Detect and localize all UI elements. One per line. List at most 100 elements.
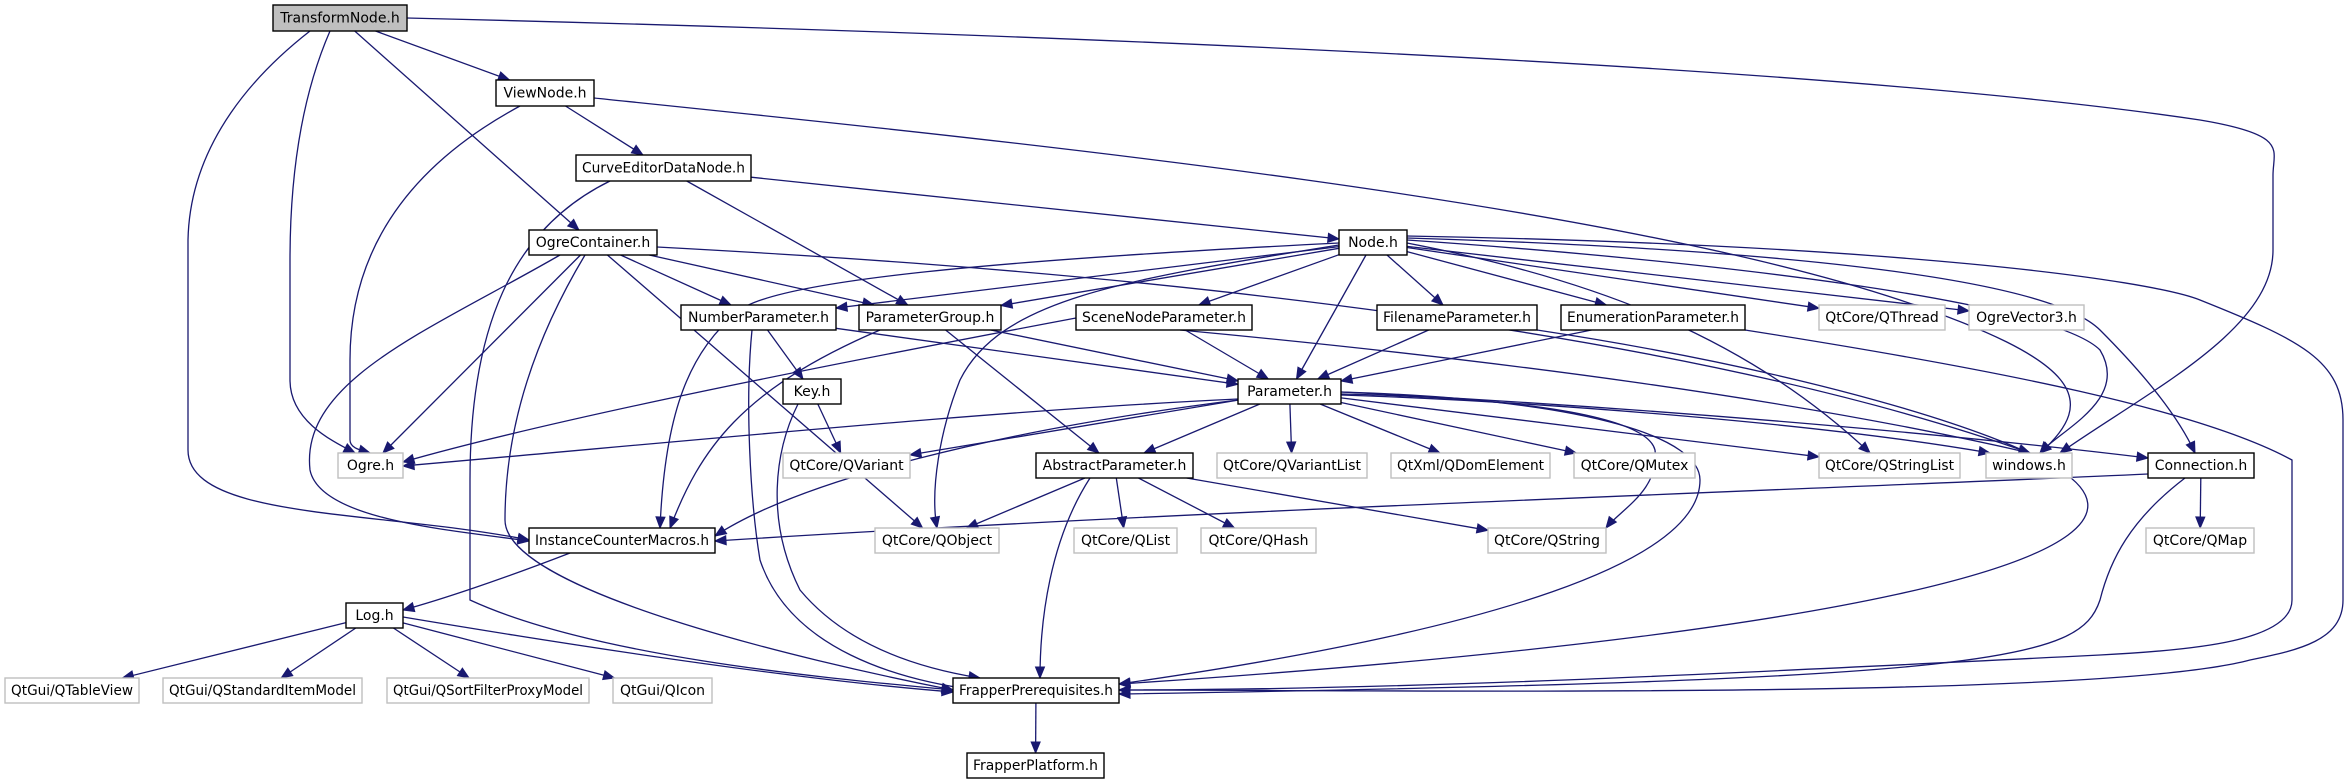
graph-node-QString: QtCore/QString	[1487, 527, 1607, 554]
arrowhead-icon	[999, 298, 1014, 309]
graph-node-Connection[interactable]: Connection.h	[2147, 452, 2255, 479]
arrowhead-icon	[1339, 373, 1354, 384]
edge-OgreContainer-to-InstanceCounterMacros	[308, 254, 561, 542]
graph-node-Node[interactable]: Node.h	[1338, 229, 1408, 256]
node-box[interactable]	[528, 527, 716, 554]
edge-ParameterGroup-to-Parameter	[990, 329, 1239, 382]
graph-node-QMap: QtCore/QMap	[2145, 527, 2255, 554]
node-label: Connection.h	[2155, 458, 2248, 474]
edge-Node-to-SceneNodeParameter	[1198, 254, 1340, 306]
edge-Parameter-to-windows	[1340, 394, 1991, 454]
node-label: InstanceCounterMacros.h	[535, 533, 709, 549]
arrowhead-icon	[1117, 677, 1132, 688]
edge-Parameter-to-QVariant	[909, 399, 1239, 456]
node-box[interactable]	[1376, 304, 1538, 331]
graph-node-windows: windows.h	[1985, 452, 2073, 479]
node-label: QtCore/QVariantList	[1223, 458, 1362, 474]
arrowhead-icon	[1956, 304, 1971, 315]
edge-Parameter-to-QDomElement	[1319, 403, 1441, 454]
node-label: QtCore/QStringList	[1825, 458, 1954, 474]
arrowhead-icon	[1285, 441, 1297, 455]
graph-node-NumberParameter[interactable]: NumberParameter.h	[680, 304, 837, 331]
edge-AbstractParameter-to-QString	[1186, 477, 1489, 531]
edge-OgreContainer-to-Ogre	[382, 254, 581, 454]
node-box[interactable]	[680, 304, 837, 331]
node-box[interactable]	[2147, 452, 2255, 479]
node-label: FrapperPrerequisites.h	[959, 683, 1113, 699]
arrowhead-icon	[2195, 516, 2206, 530]
graph-node-Parameter[interactable]: Parameter.h	[1237, 378, 1342, 405]
arrowhead-icon	[1221, 518, 1236, 529]
node-box[interactable]	[528, 229, 658, 256]
node-box	[1487, 527, 1607, 554]
graph-node-Key[interactable]: Key.h	[782, 378, 842, 405]
node-box	[162, 677, 363, 704]
arrowhead-icon	[1316, 369, 1331, 380]
node-box[interactable]	[952, 677, 1120, 704]
graph-node-ParameterGroup[interactable]: ParameterGroup.h	[858, 304, 1002, 331]
graph-node-AbstractParameter[interactable]: AbstractParameter.h	[1035, 452, 1194, 479]
arrowhead-icon	[342, 443, 357, 454]
node-box[interactable]	[575, 154, 752, 182]
node-label: windows.h	[1992, 458, 2066, 474]
node-label: QtCore/QThread	[1825, 310, 1939, 326]
node-label: Ogre.h	[347, 458, 394, 474]
edge-TransformNode-to-InstanceCounterMacros	[187, 30, 530, 541]
graph-node-FrapperPrerequisites[interactable]: FrapperPrerequisites.h	[952, 677, 1120, 704]
edge-OgreContainer-to-QObject	[606, 254, 924, 529]
arrowhead-icon	[566, 218, 580, 231]
graph-node-FrapperPlatform[interactable]: FrapperPlatform.h	[966, 752, 1105, 779]
node-box[interactable]	[272, 4, 408, 32]
edge-EnumerationParameter-to-Parameter	[1340, 329, 1592, 382]
node-label: QtCore/QHash	[1209, 533, 1309, 549]
edge-CurveEditorDataNode-to-FrapperPrerequisites	[469, 180, 954, 691]
edge-ViewNode-to-CurveEditorDataNode	[565, 105, 644, 156]
edge-Parameter-to-Connection	[1340, 391, 2149, 459]
node-label: QtXml/QDomElement	[1397, 458, 1544, 474]
graph-node-Log[interactable]: Log.h	[345, 602, 404, 629]
edge-Connection-to-FrapperPrerequisites	[1118, 477, 2186, 695]
graph-node-QStandardItemModel: QtGui/QStandardItemModel	[162, 677, 363, 704]
arrowhead-icon	[516, 534, 531, 545]
graph-node-QSortFilterProxyModel: QtGui/QSortFilterProxyModel	[386, 677, 590, 704]
arrowhead-icon	[669, 515, 680, 530]
graph-node-InstanceCounterMacros[interactable]: InstanceCounterMacros.h	[528, 527, 716, 554]
node-box	[612, 677, 713, 704]
node-label: QtGui/QIcon	[620, 683, 705, 699]
graph-node-SceneNodeParameter[interactable]: SceneNodeParameter.h	[1075, 304, 1253, 331]
node-label: QtGui/QSortFilterProxyModel	[393, 683, 583, 699]
node-label: QtCore/QList	[1081, 533, 1171, 549]
node-box[interactable]	[1338, 229, 1408, 256]
arrowhead-icon	[1605, 515, 1618, 530]
edge-AbstractParameter-to-QHash	[1138, 477, 1235, 529]
arrowhead-icon	[1475, 523, 1490, 534]
graph-node-TransformNode[interactable]: TransformNode.h	[272, 4, 408, 32]
node-box[interactable]	[345, 602, 404, 629]
edge-Node-to-Connection	[1406, 237, 2196, 454]
edge-SceneNodeParameter-to-Ogre	[402, 317, 1077, 463]
arrowhead-icon	[1295, 366, 1307, 381]
edge-TransformNode-to-ViewNode	[375, 30, 510, 81]
graph-node-ViewNode[interactable]: ViewNode.h	[495, 79, 595, 107]
node-box[interactable]	[1035, 452, 1194, 479]
graph-node-QTableView: QtGui/QTableView	[4, 677, 140, 704]
node-box[interactable]	[966, 752, 1105, 779]
node-box[interactable]	[858, 304, 1002, 331]
graph-node-QList: QtCore/QList	[1073, 527, 1178, 554]
node-box[interactable]	[1560, 304, 1746, 331]
graph-node-QIcon: QtGui/QIcon	[612, 677, 713, 704]
graph-node-CurveEditorDataNode[interactable]: CurveEditorDataNode.h	[575, 154, 752, 182]
node-box	[1985, 452, 2073, 479]
node-box[interactable]	[495, 79, 595, 107]
edge-SceneNodeParameter-to-windows	[1179, 329, 2031, 454]
node-label: ParameterGroup.h	[866, 310, 995, 326]
node-box[interactable]	[782, 378, 842, 405]
graph-node-FilenameParameter[interactable]: FilenameParameter.h	[1376, 304, 1538, 331]
graph-node-QStringList: QtCore/QStringList	[1818, 452, 1961, 479]
node-box[interactable]	[1237, 378, 1342, 405]
node-box[interactable]	[1075, 304, 1253, 331]
edge-AbstractParameter-to-QObject	[966, 477, 1086, 529]
graph-node-EnumerationParameter[interactable]: EnumerationParameter.h	[1560, 304, 1746, 331]
node-box	[1968, 304, 2085, 331]
graph-node-OgreContainer[interactable]: OgreContainer.h	[528, 229, 658, 256]
